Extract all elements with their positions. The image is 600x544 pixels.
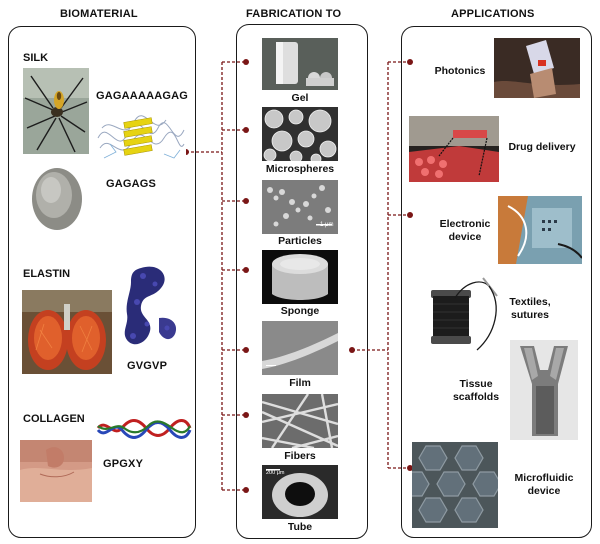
film-image — [262, 321, 338, 375]
applications-panel — [401, 26, 592, 538]
drug-delivery-image — [409, 116, 499, 182]
sponge-image — [262, 250, 338, 304]
lung-cast-image — [22, 290, 112, 374]
collagen-triple-helix — [96, 416, 192, 440]
drug-delivery-label: Drug delivery — [508, 141, 576, 153]
tissue-scaffolds-label: Tissue scaffolds — [448, 378, 504, 404]
silk-cocoon-image — [27, 163, 87, 237]
tube-label: Tube — [287, 521, 313, 533]
tube-scale-label: 200 μm — [266, 470, 285, 476]
gel-label: Gel — [291, 92, 309, 104]
microfluidic-device-label: Microfluidic device — [506, 472, 582, 498]
sponge-label: Sponge — [280, 305, 320, 317]
silk-sequence-2: GAGAGS — [106, 178, 157, 190]
microspheres-image — [262, 107, 338, 161]
biomaterial-panel — [8, 26, 196, 538]
gel-image — [262, 38, 338, 90]
silk-sequence-1: GAGAAAAAGAG — [96, 90, 189, 102]
textiles-label: Textiles, sutures — [500, 296, 560, 322]
textiles-image — [425, 276, 509, 352]
microfluidic-image — [412, 442, 498, 528]
fabrication-panel — [236, 24, 368, 539]
microfluidic-device-label-line-1: Microfluidic — [514, 472, 574, 484]
electronic-device-label-line-2: device — [448, 231, 482, 243]
applications-header: APPLICATIONS — [451, 8, 535, 20]
skin-image — [20, 440, 92, 502]
silk-protein-structure — [94, 108, 186, 166]
particles-scale-label: 1 μm — [320, 222, 334, 228]
film-label: Film — [289, 377, 311, 389]
photonics-image — [494, 38, 580, 98]
elastin-sequence: GVGVP — [127, 360, 168, 372]
microfluidic-device-label-line-2: device — [527, 485, 561, 497]
tissue-scaffolds-image — [510, 340, 578, 440]
collagen-label: COLLAGEN — [23, 413, 85, 425]
photonics-label: Photonics — [434, 65, 486, 77]
biomaterial-header: BIOMATERIAL — [60, 8, 138, 20]
collagen-sequence: GPGXY — [103, 458, 144, 470]
tissue-scaffolds-label-line-2: scaffolds — [452, 391, 500, 403]
spider-image — [23, 68, 89, 154]
elastin-protein-structure — [119, 262, 185, 358]
textiles-label-line-1: Textiles, — [509, 296, 551, 308]
fabrication-header: FABRICATION TO — [246, 8, 342, 20]
electronic-device-label-line-1: Electronic — [439, 218, 491, 230]
particles-label: Particles — [278, 235, 322, 247]
fibers-label: Fibers — [284, 450, 316, 462]
electronic-device-label: Electronic device — [432, 218, 498, 244]
particles-image — [262, 180, 338, 234]
microspheres-label: Microspheres — [265, 163, 335, 175]
textiles-label-line-2: sutures — [511, 309, 549, 321]
tube-image — [262, 465, 338, 519]
elastin-label: ELASTIN — [23, 268, 71, 280]
electronic-device-image — [498, 196, 582, 264]
tissue-scaffolds-label-line-1: Tissue — [459, 378, 493, 390]
fibers-image — [262, 394, 338, 448]
silk-label: SILK — [23, 52, 49, 64]
